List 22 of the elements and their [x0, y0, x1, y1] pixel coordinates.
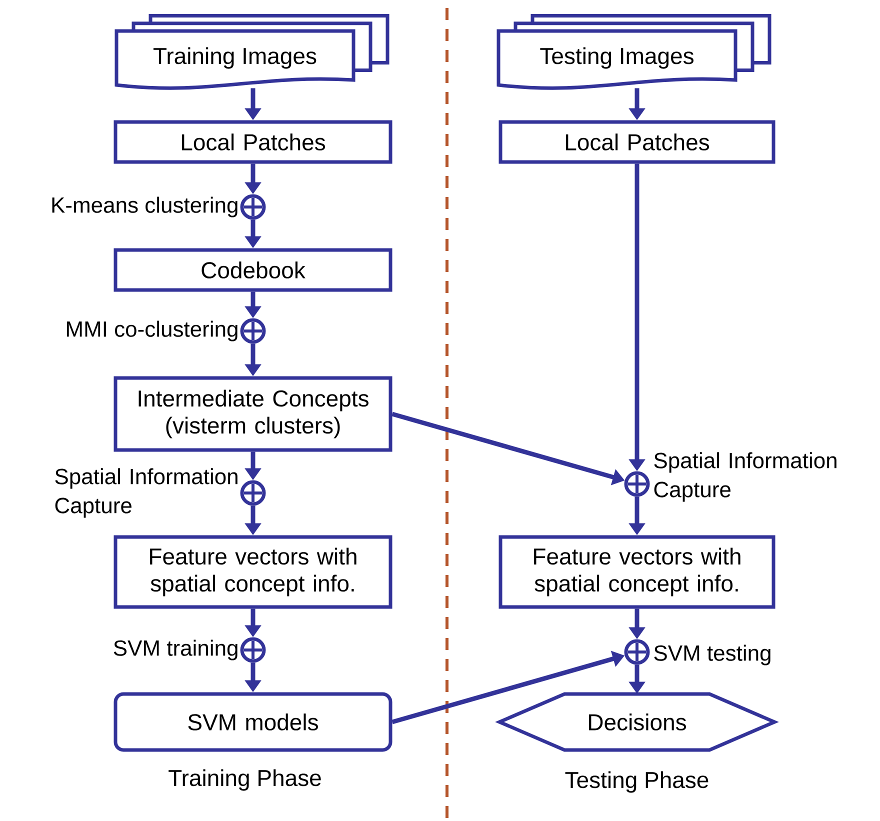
- operator-circle: [240, 318, 266, 344]
- process-box: Feature vectors with spatial concept info.: [114, 535, 392, 609]
- operator-circle: [240, 637, 266, 663]
- operation-label: MMI co-clustering: [67, 320, 238, 342]
- process-box: Local Patches: [498, 120, 776, 164]
- operator-circle: [240, 480, 266, 506]
- operation-label: SVM training: [114, 640, 238, 660]
- operator-circle: [624, 639, 650, 665]
- process-box: Feature vectors with spatial concept info.: [498, 535, 776, 609]
- document-stack: Training Images: [114, 14, 390, 90]
- process-box: Intermediate Concepts (visterm clusters): [114, 376, 392, 452]
- process-box: Local Patches: [114, 120, 392, 164]
- process-box: SVM models: [114, 692, 392, 752]
- operator-circle: [624, 471, 650, 497]
- process-box: Codebook: [114, 248, 392, 292]
- operation-label: Spatial Information Capture: [55, 468, 238, 518]
- document-stack: Testing Images: [496, 14, 772, 90]
- operation-label: Spatial Information Capture: [654, 452, 836, 502]
- operator-circle: [240, 194, 266, 220]
- phase-label: Testing Phase: [565, 771, 708, 793]
- operation-label: K-means clustering: [52, 196, 238, 218]
- operation-label: SVM testing: [654, 644, 770, 666]
